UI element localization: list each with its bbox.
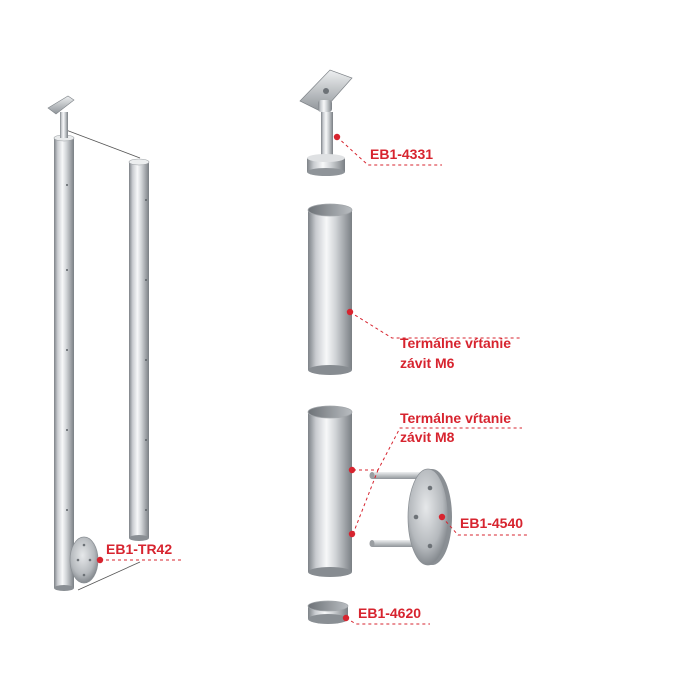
lower-tube-component [307, 405, 353, 577]
label-thread-m6-line2: závit M6 [400, 355, 455, 371]
dot-post [96, 556, 104, 564]
main-post-saddle-plate [47, 95, 75, 115]
saddle-stem [321, 112, 333, 166]
lower-tube-bottom [308, 567, 352, 577]
callout-m8-line-a [353, 427, 522, 471]
saddle-hinge [318, 100, 332, 112]
main-post-tube [54, 138, 74, 588]
dot-cap [342, 614, 350, 622]
leader-top [65, 129, 141, 159]
callout-saddle-line [336, 136, 442, 166]
label-thread-m8-line2: závit M8 [400, 429, 455, 445]
upper-tube-component [307, 203, 353, 375]
callout-dots [96, 133, 446, 622]
dot-flange [438, 513, 446, 521]
saddle-base-bottom [307, 168, 345, 176]
upper-tube-opening [307, 203, 353, 217]
label-saddle: EB1-4331 [370, 146, 434, 162]
label-post: EB1-TR42 [106, 541, 173, 557]
label-thread-m8-line1: Termálne vŕtanie [400, 410, 512, 426]
secondary-post-tube [129, 162, 149, 538]
saddle-component [299, 69, 353, 176]
flange-disc [407, 468, 449, 566]
flange-component [369, 468, 452, 566]
label-flange: EB1-4540 [460, 515, 524, 531]
dot-m6 [346, 308, 354, 316]
secondary-post-bottom [129, 535, 149, 541]
main-post-bottom [54, 585, 74, 591]
upper-tube-bottom [308, 365, 352, 375]
flange-bolt-lower [372, 540, 422, 547]
dot-m8-upper [348, 466, 356, 474]
assembled-post [47, 95, 150, 591]
label-cap: EB1-4620 [358, 605, 422, 621]
callout-m8-line-b [352, 469, 379, 535]
saddle-base-top [307, 154, 345, 162]
flange-bolt-upper [372, 472, 422, 479]
callouts [100, 136, 528, 625]
callout-m6-line [349, 311, 522, 339]
cap-opening [307, 600, 349, 612]
callout-flange-line [441, 516, 528, 536]
cap-component [307, 600, 349, 624]
callout-cap-line [345, 617, 430, 625]
label-thread-m6-line1: Termálne vŕtanie [400, 335, 512, 351]
saddle-plate-hole [323, 88, 329, 94]
leader-bottom [77, 561, 141, 591]
upper-tube [308, 210, 352, 370]
cap-bottom [308, 614, 348, 624]
secondary-post-top [128, 158, 150, 166]
lower-tube [308, 412, 352, 572]
main-post-saddle-stem [60, 112, 68, 138]
saddle-base [307, 158, 345, 172]
secondary-post-holes [145, 199, 147, 511]
lower-tube-opening [307, 405, 353, 419]
dot-m8-lower [348, 530, 356, 538]
dot-saddle [333, 133, 341, 141]
main-post-holes [66, 184, 68, 511]
